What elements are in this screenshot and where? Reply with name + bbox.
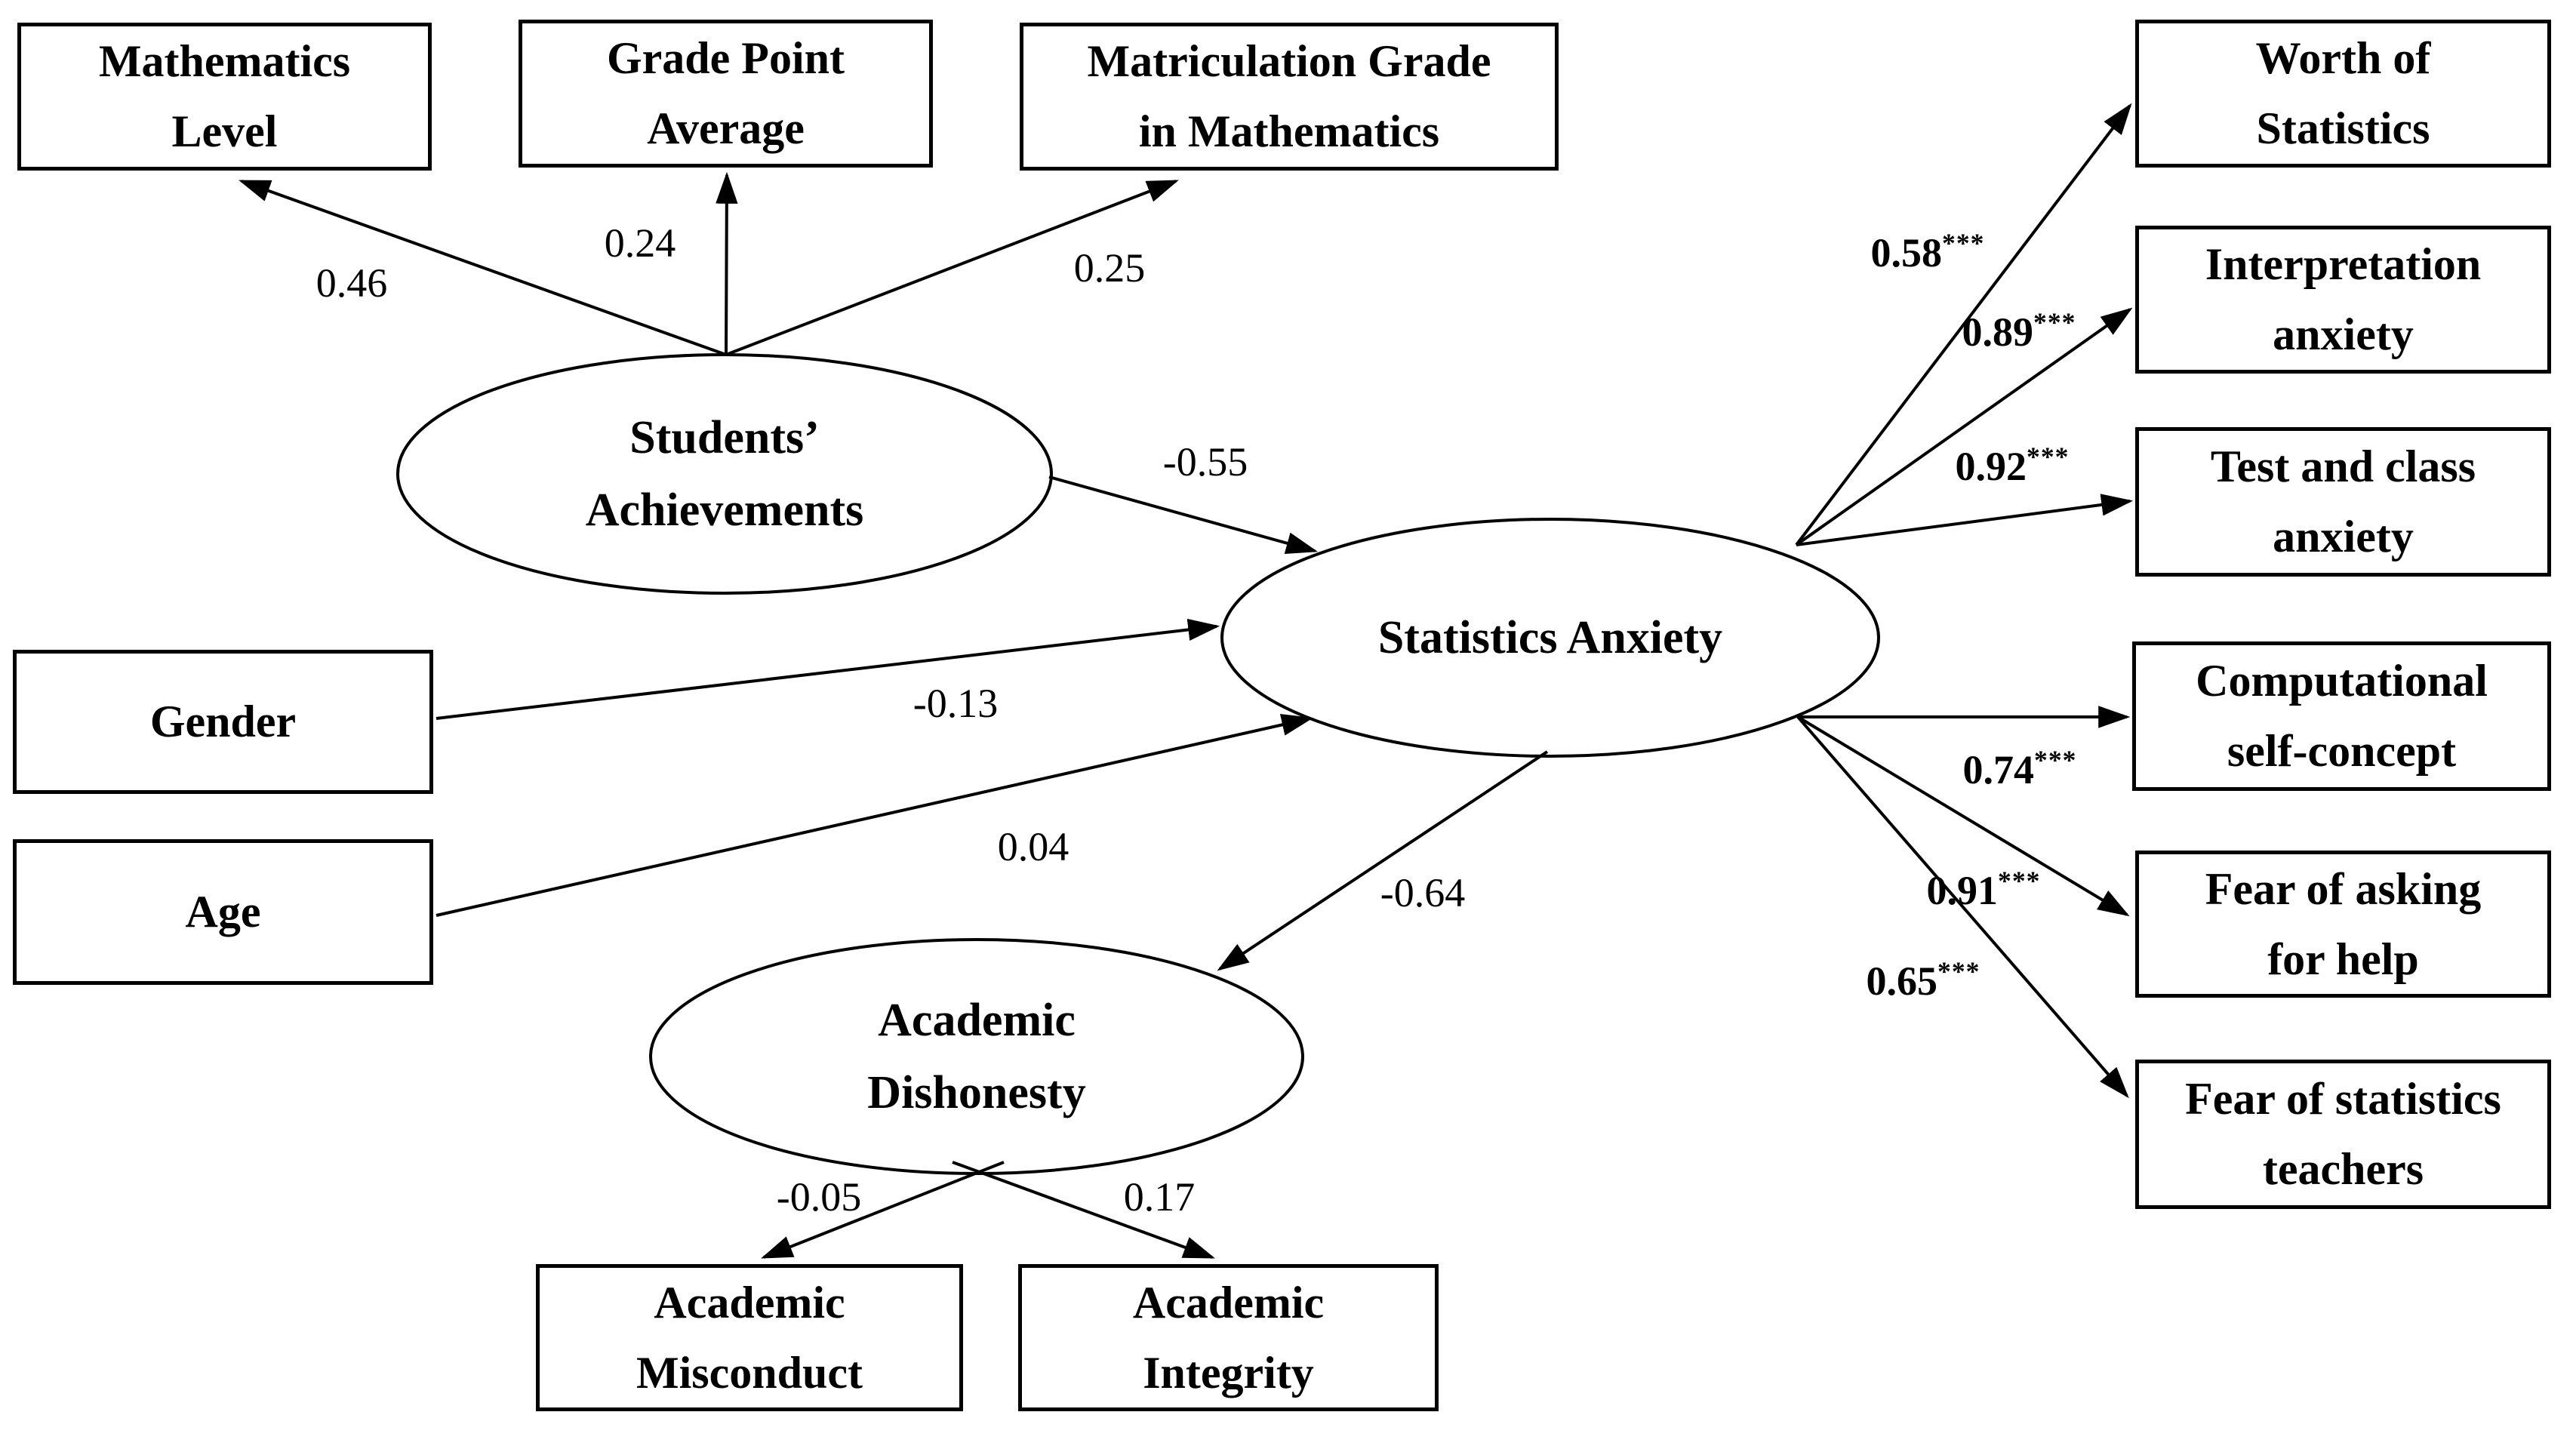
box-label-line: for help [2267,934,2419,984]
arrow-age-to-statistics-anxiety [435,713,1314,917]
box-label-line: Misconduct [636,1347,863,1398]
ellipse-label-line: Achievements [585,485,864,536]
coefficient-value: -0.13 [913,681,999,726]
box-label-line: Mathematics [98,36,351,86]
loading-worth-of-statistics: 0.58*** [1870,230,1985,275]
arrow-gender-to-statistics-anxiety [435,618,1220,720]
coefficient-value: 0.24 [604,220,676,266]
coefficient-value: 0.92 [1955,444,2027,489]
coefficient-academic-dishonesty-misconduct: -0.05 [777,1177,861,1217]
box-label-line: Integrity [1143,1347,1314,1398]
coefficient-value: 0.04 [997,824,1069,869]
box-matriculation-grade: Matriculation Grade in Mathematics [1020,23,1559,171]
ellipse-label-line: Statistics Anxiety [1377,611,1723,663]
arrow-students-to-matriculation-grade [725,180,1179,356]
coefficient-value: 0.91 [1926,868,1999,913]
coefficient-age-statistics-anxiety: 0.04 [998,826,1069,867]
box-interpretation-anxiety: Interpretation anxiety [2135,226,2551,374]
label-academic-dishonesty: Academic Dishonesty [867,984,1085,1129]
coefficient-value: 0.74 [1962,747,2035,792]
box-age: Age [13,839,433,985]
arrow-academic-dishonesty-to-academic-integrity [952,1161,1215,1259]
box-label-line: anxiety [2273,512,2414,561]
arrow-statistics-anxiety-to-worth-of-statistics [1795,103,2132,546]
arrow-students-to-gpa [716,171,738,355]
box-label-line: Level [171,106,278,156]
box-fear-of-asking-for-help: Fear of asking for help [2135,851,2551,998]
box-label-line: Gender [149,697,297,746]
arrow-students-to-statistics-anxiety [1048,475,1319,555]
coefficient-value: -0.64 [1380,870,1466,915]
box-label-line: teachers [2262,1144,2424,1194]
box-gender: Gender [13,650,433,794]
ellipse-label-line: Dishonesty [867,1067,1086,1118]
box-label-line: Fear of statistics [2185,1074,2501,1124]
coefficient-academic-dishonesty-integrity: 0.17 [1124,1177,1196,1217]
significance-stars: *** [2033,307,2076,338]
box-label-line: Academic [654,1277,845,1327]
box-computational-self-concept: Computational self-concept [2132,641,2551,791]
loading-fear-of-asking-for-help: 0.91*** [1926,868,2041,913]
coefficient-students-mathematics-level: 0.46 [316,263,388,303]
box-academic-integrity: Academic Integrity [1018,1264,1439,1411]
significance-stars: *** [2027,441,2070,472]
arrow-statistics-anxiety-to-test-and-class-anxiety [1796,494,2134,546]
coefficient-students-matriculation: 0.25 [1074,248,1146,288]
box-academic-misconduct: Academic Misconduct [536,1264,963,1411]
loading-interpretation-anxiety: 0.89*** [1962,309,2076,355]
arrow-students-to-mathematics-level [239,180,727,356]
box-label-line: self-concept [2227,726,2457,776]
box-label-line: in Mathematics [1138,106,1440,156]
box-label-line: Age [185,887,261,937]
significance-stars: *** [1937,956,1980,987]
box-label-line: Interpretation [2205,239,2482,289]
arrow-statistics-anxiety-to-fear-of-asking-for-help [1796,715,2130,917]
box-label-line: Average [647,103,805,153]
coefficient-students-gpa: 0.24 [605,223,676,263]
coefficient-value: 0.25 [1073,245,1146,291]
arrow-statistics-anxiety-to-fear-of-statistics-teachers [1796,715,2129,1099]
significance-stars: *** [2034,745,2077,776]
box-label-line: anxiety [2273,309,2414,359]
ellipse-statistics-anxiety [1220,518,1880,758]
box-label-line: Computational [2196,656,2488,706]
coefficient-students-statistics-anxiety: -0.55 [1163,441,1248,482]
significance-stars: *** [1942,228,1985,259]
box-fear-of-statistics-teachers: Fear of statistics teachers [2135,1060,2551,1209]
arrow-statistics-anxiety-to-interpretation-anxiety [1795,307,2133,546]
box-label-line: Grade Point [607,33,845,83]
label-students-achievements: Students’ Achievements [586,401,863,546]
arrow-statistics-anxiety-to-academic-dishonesty [1217,750,1549,971]
loading-fear-of-statistics-teachers: 0.65*** [1866,958,1980,1004]
box-worth-of-statistics: Worth of Statistics [2135,20,2551,168]
loading-computational-self-concept: 0.74*** [1962,747,2077,792]
ellipse-label-line: Academic [878,994,1076,1046]
coefficient-value: -0.55 [1162,439,1248,485]
box-label-line: Fear of asking [2205,863,2482,914]
box-label-line: Worth of [2255,33,2431,83]
coefficient-value: -0.05 [776,1174,862,1220]
box-grade-point-average: Grade Point Average [519,20,933,168]
coefficient-statistics-anxiety-academic-dishonesty: -0.64 [1380,872,1465,913]
box-label-line: Academic [1132,1277,1325,1327]
coefficient-value: 0.65 [1866,958,1938,1004]
arrow-academic-dishonesty-to-academic-misconduct [761,1161,1005,1259]
ellipse-label-line: Students’ [629,411,820,463]
coefficient-value: 0.46 [315,260,388,306]
loading-test-and-class-anxiety: 0.92*** [1955,444,2070,489]
coefficient-value: 0.58 [1870,230,1943,275]
box-mathematics-level: Mathematics Level [17,23,432,171]
box-label-line: Matriculation Grade [1087,36,1491,86]
label-statistics-anxiety: Statistics Anxiety [1378,601,1722,674]
significance-stars: *** [1998,866,2041,897]
box-label-line: Test and class [2210,441,2476,491]
coefficient-value: 0.17 [1123,1174,1196,1220]
coefficient-value: 0.89 [1962,309,2034,355]
box-test-and-class-anxiety: Test and class anxiety [2135,427,2551,577]
coefficient-gender-statistics-anxiety: -0.13 [913,683,998,724]
box-label-line: Statistics [2256,103,2430,153]
